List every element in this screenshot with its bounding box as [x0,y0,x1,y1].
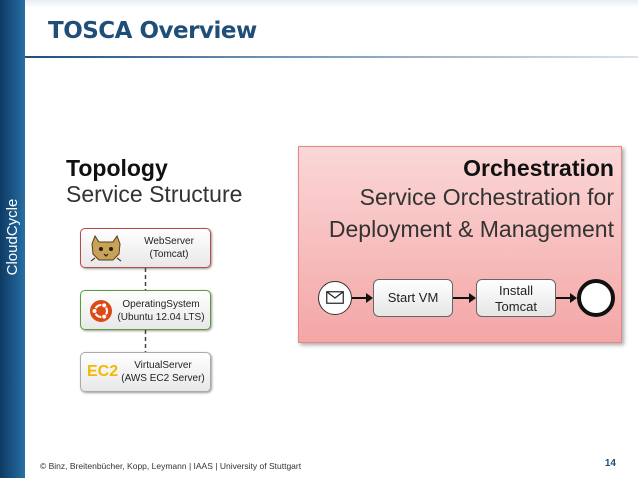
orchestration-subheading-line1: Service Orchestration for [359,184,614,210]
operatingsystem-node[interactable]: OperatingSystem (Ubuntu 12.04 LTS) [80,290,211,330]
top-rule [25,0,638,8]
virtualserver-type: (AWS EC2 Server) [121,373,205,384]
operatingsystem-label: OperatingSystem (Ubuntu 12.04 LTS) [115,298,207,324]
operatingsystem-type: (Ubuntu 12.04 LTS) [117,312,205,323]
virtualserver-name: VirtualServer [134,360,192,371]
page-number: 14 [604,458,616,469]
task-start-vm[interactable]: Start VM [373,279,453,317]
orchestration-subheading-line2: Deployment & Management [328,216,614,242]
task-install-line1: Install [499,283,533,298]
virtualserver-label: VirtualServer (AWS EC2 Server) [117,359,209,385]
end-event[interactable] [577,279,615,317]
slide-title: TOSCA Overview [48,18,257,44]
sequence-flow-2-arrowhead [469,293,476,303]
operatingsystem-name: OperatingSystem [122,299,200,310]
ec2-badge: EC2 [87,363,119,380]
footer-credits: © Binz, Breitenbücher, Kopp, Leymann | I… [40,461,302,471]
sequence-flow-3-arrowhead [570,293,577,303]
webserver-label: WebServer (Tomcat) [129,235,209,261]
ubuntu-logo-icon [89,299,113,328]
orchestration-panel [298,146,622,343]
topology-heading: Topology [66,155,168,181]
webserver-type: (Tomcat) [149,249,189,260]
sidebar-label: CloudCycle [4,198,21,276]
orchestration-subheading: Service Orchestration for Deployment & M… [294,181,614,245]
webserver-name: WebServer [144,236,194,247]
webserver-node[interactable]: WebServer (Tomcat) [80,228,211,268]
title-underline [25,56,638,58]
envelope-icon [326,291,344,309]
task-install-line2: Tomcat [495,299,537,314]
task-install-tomcat[interactable]: Install Tomcat [476,279,556,317]
tomcat-cat-icon [89,234,123,267]
orchestration-heading: Orchestration [463,155,614,181]
sequence-flow-2 [453,297,469,299]
sequence-flow-1 [352,297,366,299]
virtualserver-node[interactable]: EC2 VirtualServer (AWS EC2 Server) [80,352,211,392]
sequence-flow-1-arrowhead [366,293,373,303]
sidebar-band [0,0,25,478]
start-event[interactable] [318,281,352,315]
task-start-vm-label: Start VM [387,290,439,305]
topology-subheading: Service Structure [66,181,243,207]
connector-os-vs [144,330,147,352]
sequence-flow-3 [556,297,570,299]
task-install-tomcat-label: Install Tomcat [477,280,555,315]
connector-web-os [144,268,147,290]
